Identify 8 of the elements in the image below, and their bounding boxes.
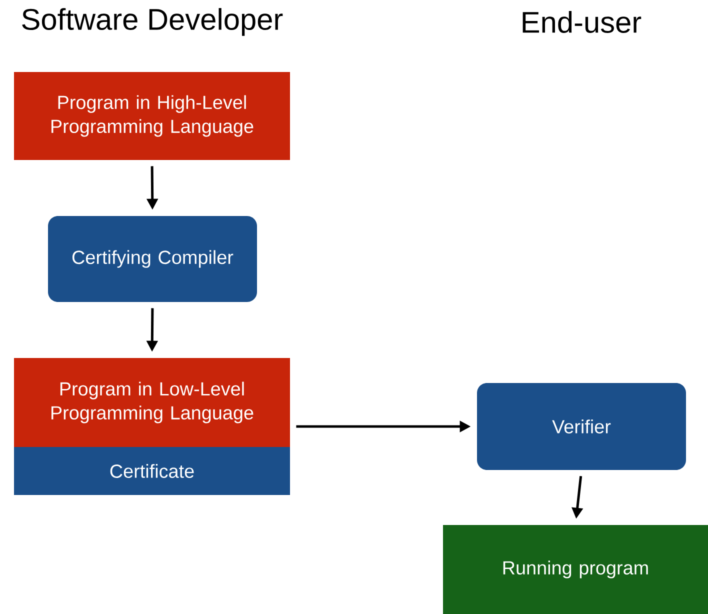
process-box: Running program	[443, 524, 708, 614]
process-box: Certifying Compiler	[48, 216, 257, 302]
process-box: Certificate	[14, 446, 290, 495]
process-box: Verifier	[477, 382, 686, 470]
column-heading: End-user	[522, 11, 642, 33]
column-heading: Software Developer	[22, 8, 283, 36]
process-box: Program in High-Level Programming Language	[14, 72, 290, 160]
process-box: Program in Low-Level Programming Language	[14, 358, 290, 447]
